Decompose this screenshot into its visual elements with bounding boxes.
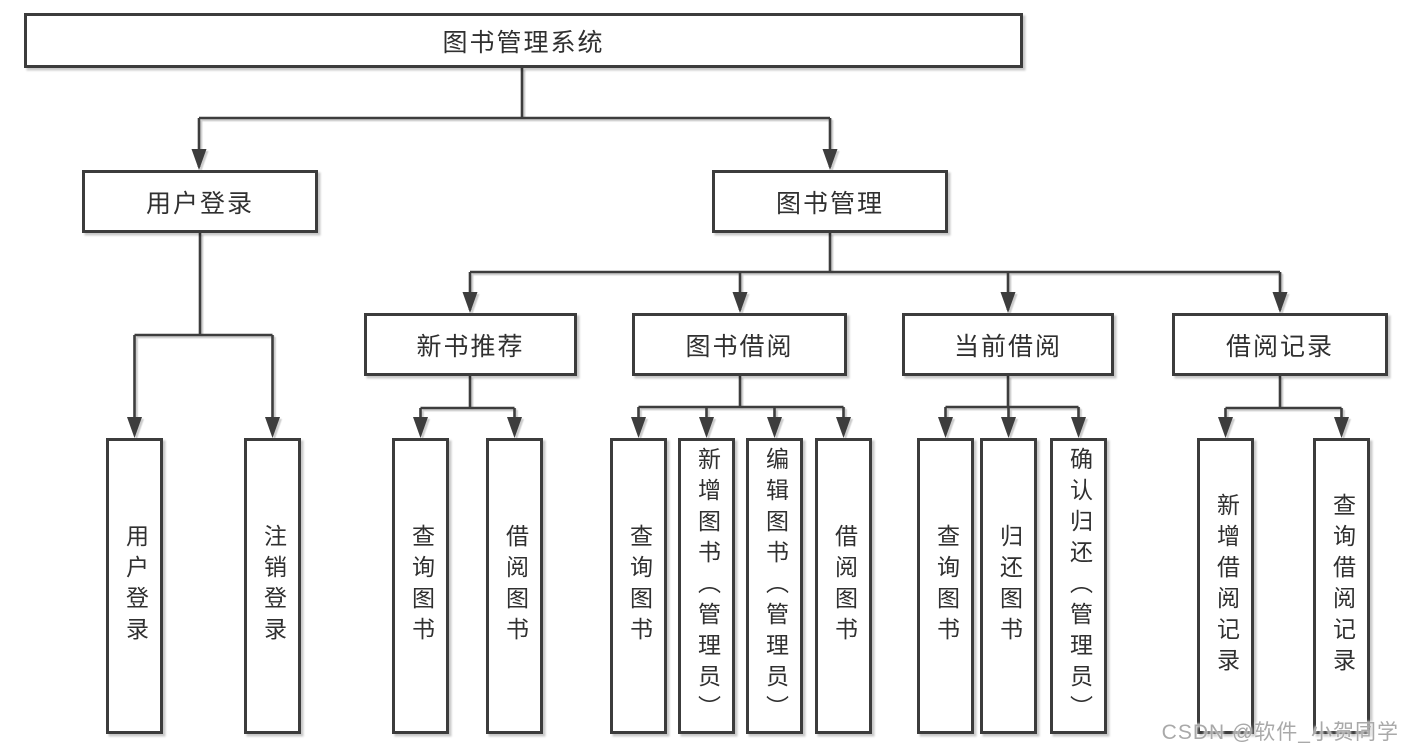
leaf-label: 注销登录 xyxy=(260,524,287,648)
node-user-login: 用户登录 xyxy=(82,170,318,233)
node-current-borrow: 当前借阅 xyxy=(902,313,1114,376)
leaf-label: 新增图书（管理员） xyxy=(694,446,721,726)
leaf-query-books-newbook: 查询图书 xyxy=(392,438,449,734)
leaf-edit-books-admin: 编辑图书（管理员） xyxy=(746,438,803,734)
csdn-watermark: CSDN @软件_小贺同学 xyxy=(1161,721,1399,744)
leaf-borrow-books-newbook: 借阅图书 xyxy=(486,438,543,734)
node-book-borrow: 图书借阅 xyxy=(632,313,847,376)
leaf-query-books-current: 查询图书 xyxy=(917,438,974,734)
leaf-query-borrow-record: 查询借阅记录 xyxy=(1313,438,1370,734)
arrowheads xyxy=(127,149,1349,438)
leaf-borrow-books: 借阅图书 xyxy=(815,438,872,734)
leaf-query-books-borrow: 查询图书 xyxy=(610,438,667,734)
node-borrow-records: 借阅记录 xyxy=(1172,313,1388,376)
leaf-label: 借阅图书 xyxy=(502,524,529,648)
leaf-label: 用户登录 xyxy=(122,524,149,648)
leaf-confirm-return-admin: 确认归还（管理员） xyxy=(1050,438,1107,734)
node-book-management-system: 图书管理系统 xyxy=(24,13,1023,68)
leaf-label: 归还图书 xyxy=(996,524,1023,648)
leaf-label: 新增借阅记录 xyxy=(1213,493,1240,679)
leaf-label: 查询图书 xyxy=(933,524,960,648)
leaf-label: 查询借阅记录 xyxy=(1329,493,1356,679)
leaf-label: 查询图书 xyxy=(626,524,653,648)
leaf-user-login: 用户登录 xyxy=(106,438,163,734)
leaf-label: 借阅图书 xyxy=(831,524,858,648)
leaf-add-books-admin: 新增图书（管理员） xyxy=(678,438,735,734)
leaf-label: 确认归还（管理员） xyxy=(1066,446,1093,726)
leaf-label: 查询图书 xyxy=(408,524,435,648)
node-book-management: 图书管理 xyxy=(712,170,948,233)
node-new-book-recommend: 新书推荐 xyxy=(364,313,577,376)
leaf-label: 编辑图书（管理员） xyxy=(762,446,789,726)
leaf-add-borrow-record: 新增借阅记录 xyxy=(1197,438,1254,734)
leaf-return-books: 归还图书 xyxy=(980,438,1037,734)
leaf-logout-login: 注销登录 xyxy=(244,438,301,734)
